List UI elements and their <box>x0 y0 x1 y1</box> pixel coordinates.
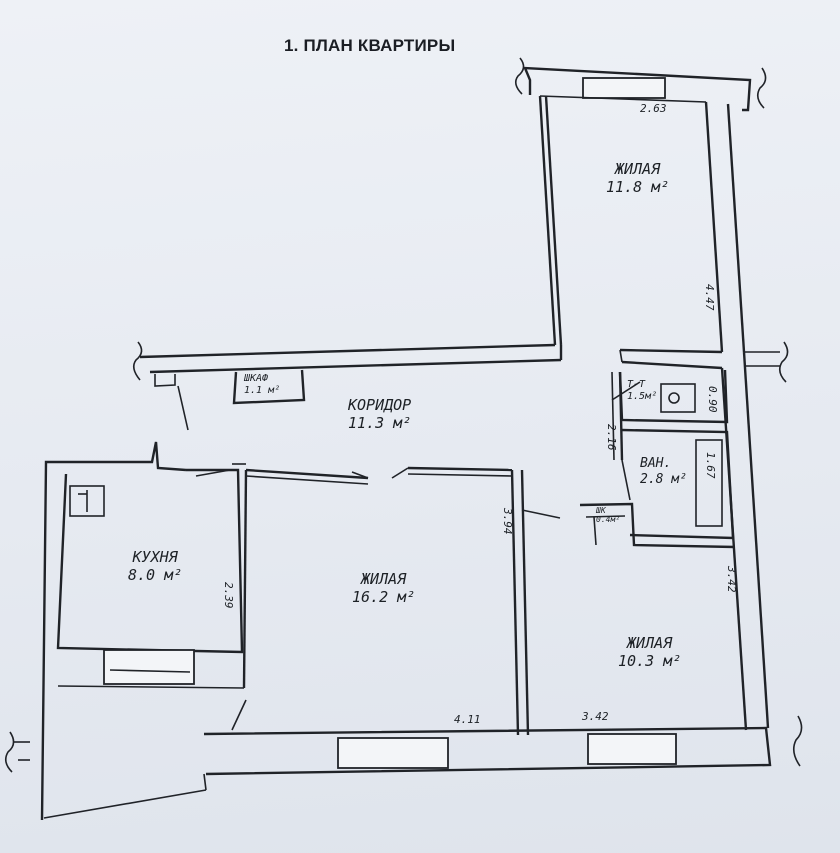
dim-right-width: 3.42 <box>582 710 609 723</box>
room-living-right-label: ЖИЛАЯ 10.3 м² <box>618 634 681 670</box>
wall-kitchen-outer <box>40 441 187 821</box>
room-closet-name: ШКАФ <box>244 373 269 384</box>
dim-kitchen-height: 2.39 <box>222 582 235 609</box>
wall-top-room-left-outer <box>538 95 557 346</box>
room-living-top-name: ЖИЛАЯ <box>615 160 661 178</box>
dim-top-height: 4.47 <box>703 284 716 311</box>
dim-toilet-width: 0.90 <box>706 386 719 413</box>
dim-right-height: 3.42 <box>725 566 738 593</box>
room-bath-name: ВАН. <box>640 456 672 471</box>
room-kitchen-area: 8.0 м² <box>128 566 183 584</box>
wall-bath <box>621 428 735 540</box>
window-living-center <box>337 737 449 769</box>
wall-center-right-inner <box>520 469 530 736</box>
room-bath-area: 2.8 м² <box>640 471 687 487</box>
dim-toilet-height: 2.16 <box>605 424 618 451</box>
wall-right-inner <box>720 367 748 731</box>
room-kitchen-name: КУХНЯ <box>132 548 178 566</box>
room-living-right-area: 10.3 м² <box>618 652 682 670</box>
wall-bath-cabinet <box>579 502 736 549</box>
room-kitchen-label: КУХНЯ 8.0 м² <box>128 548 182 584</box>
room-closet-label: ШКАФ 1.1 м² <box>244 373 280 396</box>
room-cabinet-area: 0.4м² <box>596 514 621 524</box>
wall-kitchen <box>56 468 244 654</box>
window-top-room <box>582 77 666 99</box>
room-corridor-name: КОРИДОР <box>348 396 412 414</box>
wall-right-outer <box>742 351 770 729</box>
wall-top-room <box>523 66 752 112</box>
room-living-top-area: 11.8 м² <box>606 178 670 196</box>
room-living-top-label: ЖИЛАЯ 11.8 м² <box>606 160 669 196</box>
dim-center-height: 3.94 <box>501 508 514 535</box>
wall-bottom-outer <box>203 726 772 776</box>
wall-top-room-right-outer <box>726 103 746 353</box>
wall-center-right-outer <box>510 469 520 736</box>
dim-top-width: 2.63 <box>640 102 667 115</box>
break-mark-left <box>132 341 143 381</box>
toilet-fixture <box>660 383 696 413</box>
stove-icon <box>69 485 105 517</box>
room-living-center-area: 16.2 м² <box>352 588 416 606</box>
break-mark-right <box>778 341 789 383</box>
wall-living-center-top <box>245 468 369 480</box>
room-bath-label: ВАН. 2.8 м² <box>640 456 687 487</box>
page-title: 1. ПЛАН КВАРТИРЫ <box>284 36 456 55</box>
bathtub-fixture <box>695 439 723 527</box>
room-toilet-area: 1.5м² <box>627 390 658 402</box>
dim-bath-length: 1.67 <box>704 452 717 479</box>
break-mark-top-right <box>756 67 767 109</box>
wall-top-room-right-inner <box>704 101 724 353</box>
dim-center-width: 4.11 <box>454 713 481 726</box>
window-kitchen <box>103 649 195 685</box>
room-corridor-area: 11.3 м² <box>348 414 412 432</box>
break-mark-bottom-right <box>792 715 803 767</box>
room-cabinet-name: ШК <box>596 506 606 515</box>
wall-corridor-top-inner <box>149 358 562 374</box>
window-living-right <box>587 733 677 765</box>
wall-top-room-left-inner <box>544 95 563 346</box>
break-mark-top-left <box>514 57 525 95</box>
room-cabinet-label: ШК 0.4м² <box>596 506 621 525</box>
room-living-right-name: ЖИЛАЯ <box>627 634 673 652</box>
room-living-center-label: ЖИЛАЯ 16.2 м² <box>352 570 415 606</box>
wall-corridor-top-outer <box>139 343 556 359</box>
room-toilet-name: Т-Т <box>627 379 646 390</box>
wall-closet <box>232 369 306 405</box>
room-living-center-name: ЖИЛАЯ <box>361 570 407 588</box>
room-closet-area: 1.1 м² <box>244 384 281 396</box>
room-corridor-label: КОРИДОР 11.3 м² <box>348 396 411 432</box>
break-mark-bottom-left <box>4 731 15 773</box>
room-toilet-label: Т-Т 1.5м² <box>627 379 657 402</box>
